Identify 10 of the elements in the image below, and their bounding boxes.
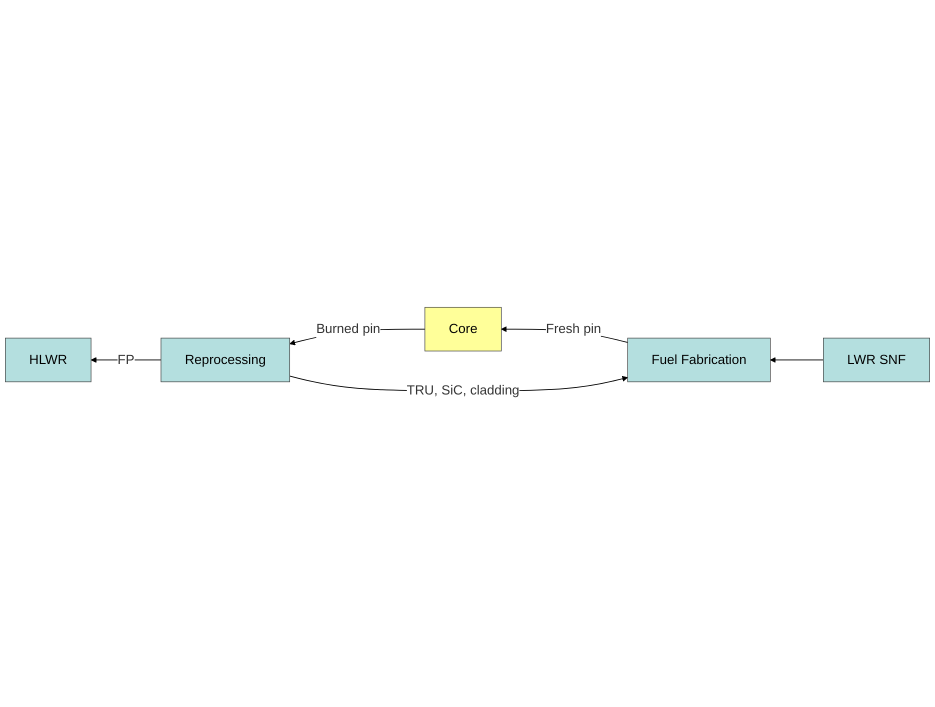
node-box: Core <box>424 306 502 351</box>
node-box: Fuel Fabrication <box>627 337 771 382</box>
edge-label: Burned pin <box>316 321 380 336</box>
edge-label: Fresh pin <box>546 321 602 336</box>
edge-label: TRU, SiC, cladding <box>406 382 520 398</box>
node-box: Reprocessing <box>160 337 290 382</box>
node-box: HLWR <box>5 337 92 382</box>
edge-label: FP <box>118 352 134 367</box>
arrow <box>770 356 824 362</box>
node-box: LWR SNF <box>823 337 930 382</box>
